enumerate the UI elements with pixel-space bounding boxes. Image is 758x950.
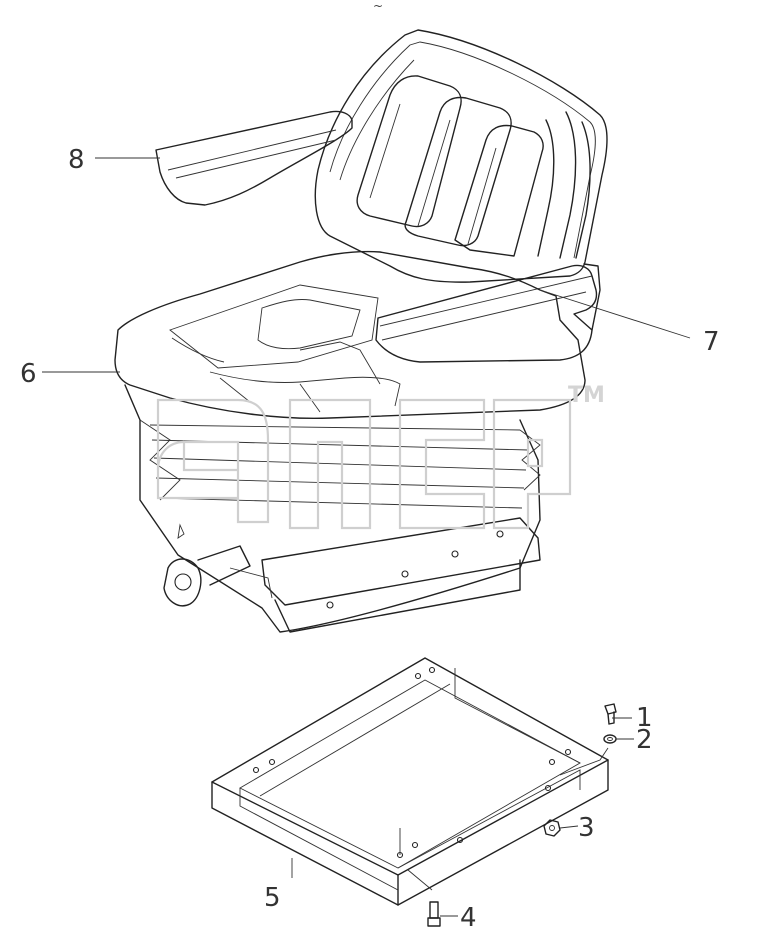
callout-5: 5 [264, 883, 281, 913]
nut-3 [543, 819, 561, 837]
callout-6: 6 [20, 359, 37, 389]
top-mark: ~ [373, 0, 383, 13]
callout-7: 7 [703, 327, 720, 357]
callout-1: 1 [636, 703, 653, 733]
armrest-left [155, 110, 353, 206]
watermark-tm: TM [568, 383, 605, 408]
mounting-frame [211, 657, 609, 906]
callout-3: 3 [578, 813, 595, 843]
armrest-right [375, 263, 601, 363]
seat-suspension-base [124, 384, 541, 633]
washer-2 [603, 734, 617, 744]
bolt-1 [604, 703, 617, 725]
bolt-4 [427, 901, 441, 927]
callout-4: 4 [460, 903, 477, 933]
callout-8: 8 [68, 145, 85, 175]
leader-lines [42, 157, 691, 917]
seat-cushion [114, 250, 586, 419]
watermark-logo: TM [156, 383, 605, 530]
callout-2: 2 [636, 725, 653, 755]
seat-backrest [314, 29, 608, 283]
